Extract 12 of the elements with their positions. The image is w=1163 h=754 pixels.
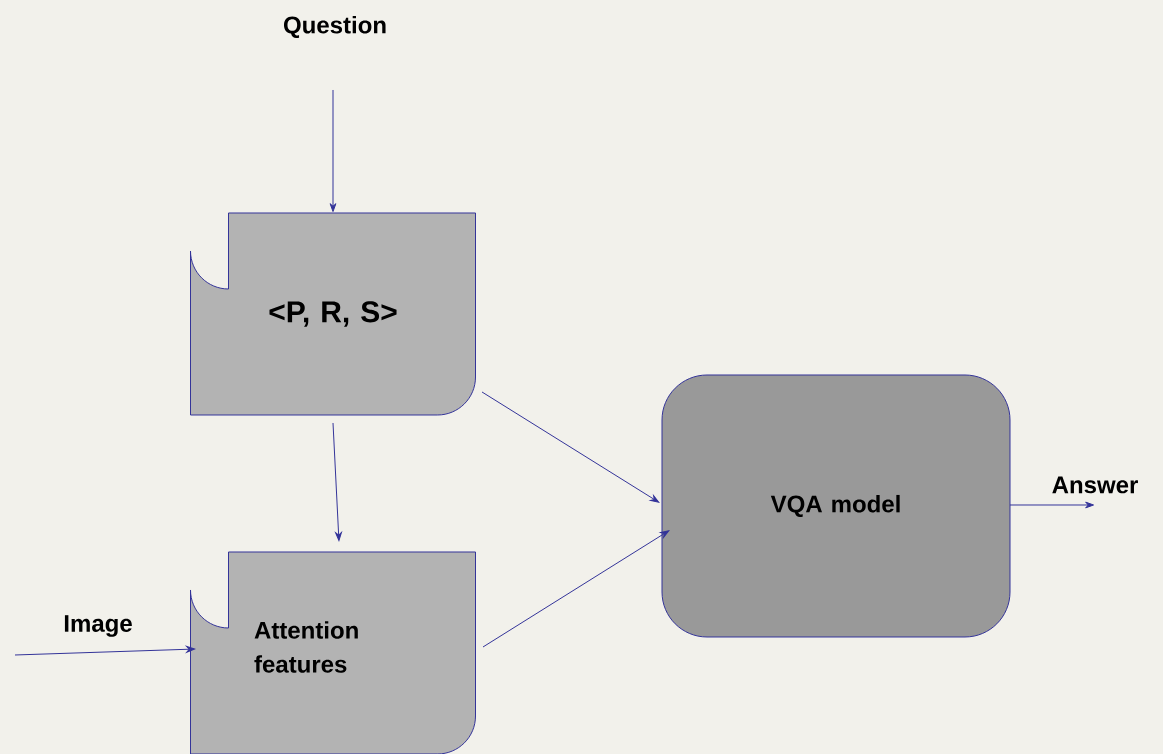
edge-label: Answer xyxy=(1052,476,1138,494)
arrow xyxy=(481,391,660,503)
arrow xyxy=(329,89,337,213)
input-label: Question xyxy=(284,15,386,39)
arrow xyxy=(1009,501,1095,509)
edge-label: Image xyxy=(64,615,132,637)
process-box: <P, R, S> xyxy=(190,212,476,416)
arrow xyxy=(482,530,670,648)
process-box: Attention features xyxy=(190,551,476,754)
model-box: VQA model xyxy=(661,374,1011,638)
arrow xyxy=(332,422,342,542)
arrow xyxy=(14,645,196,656)
